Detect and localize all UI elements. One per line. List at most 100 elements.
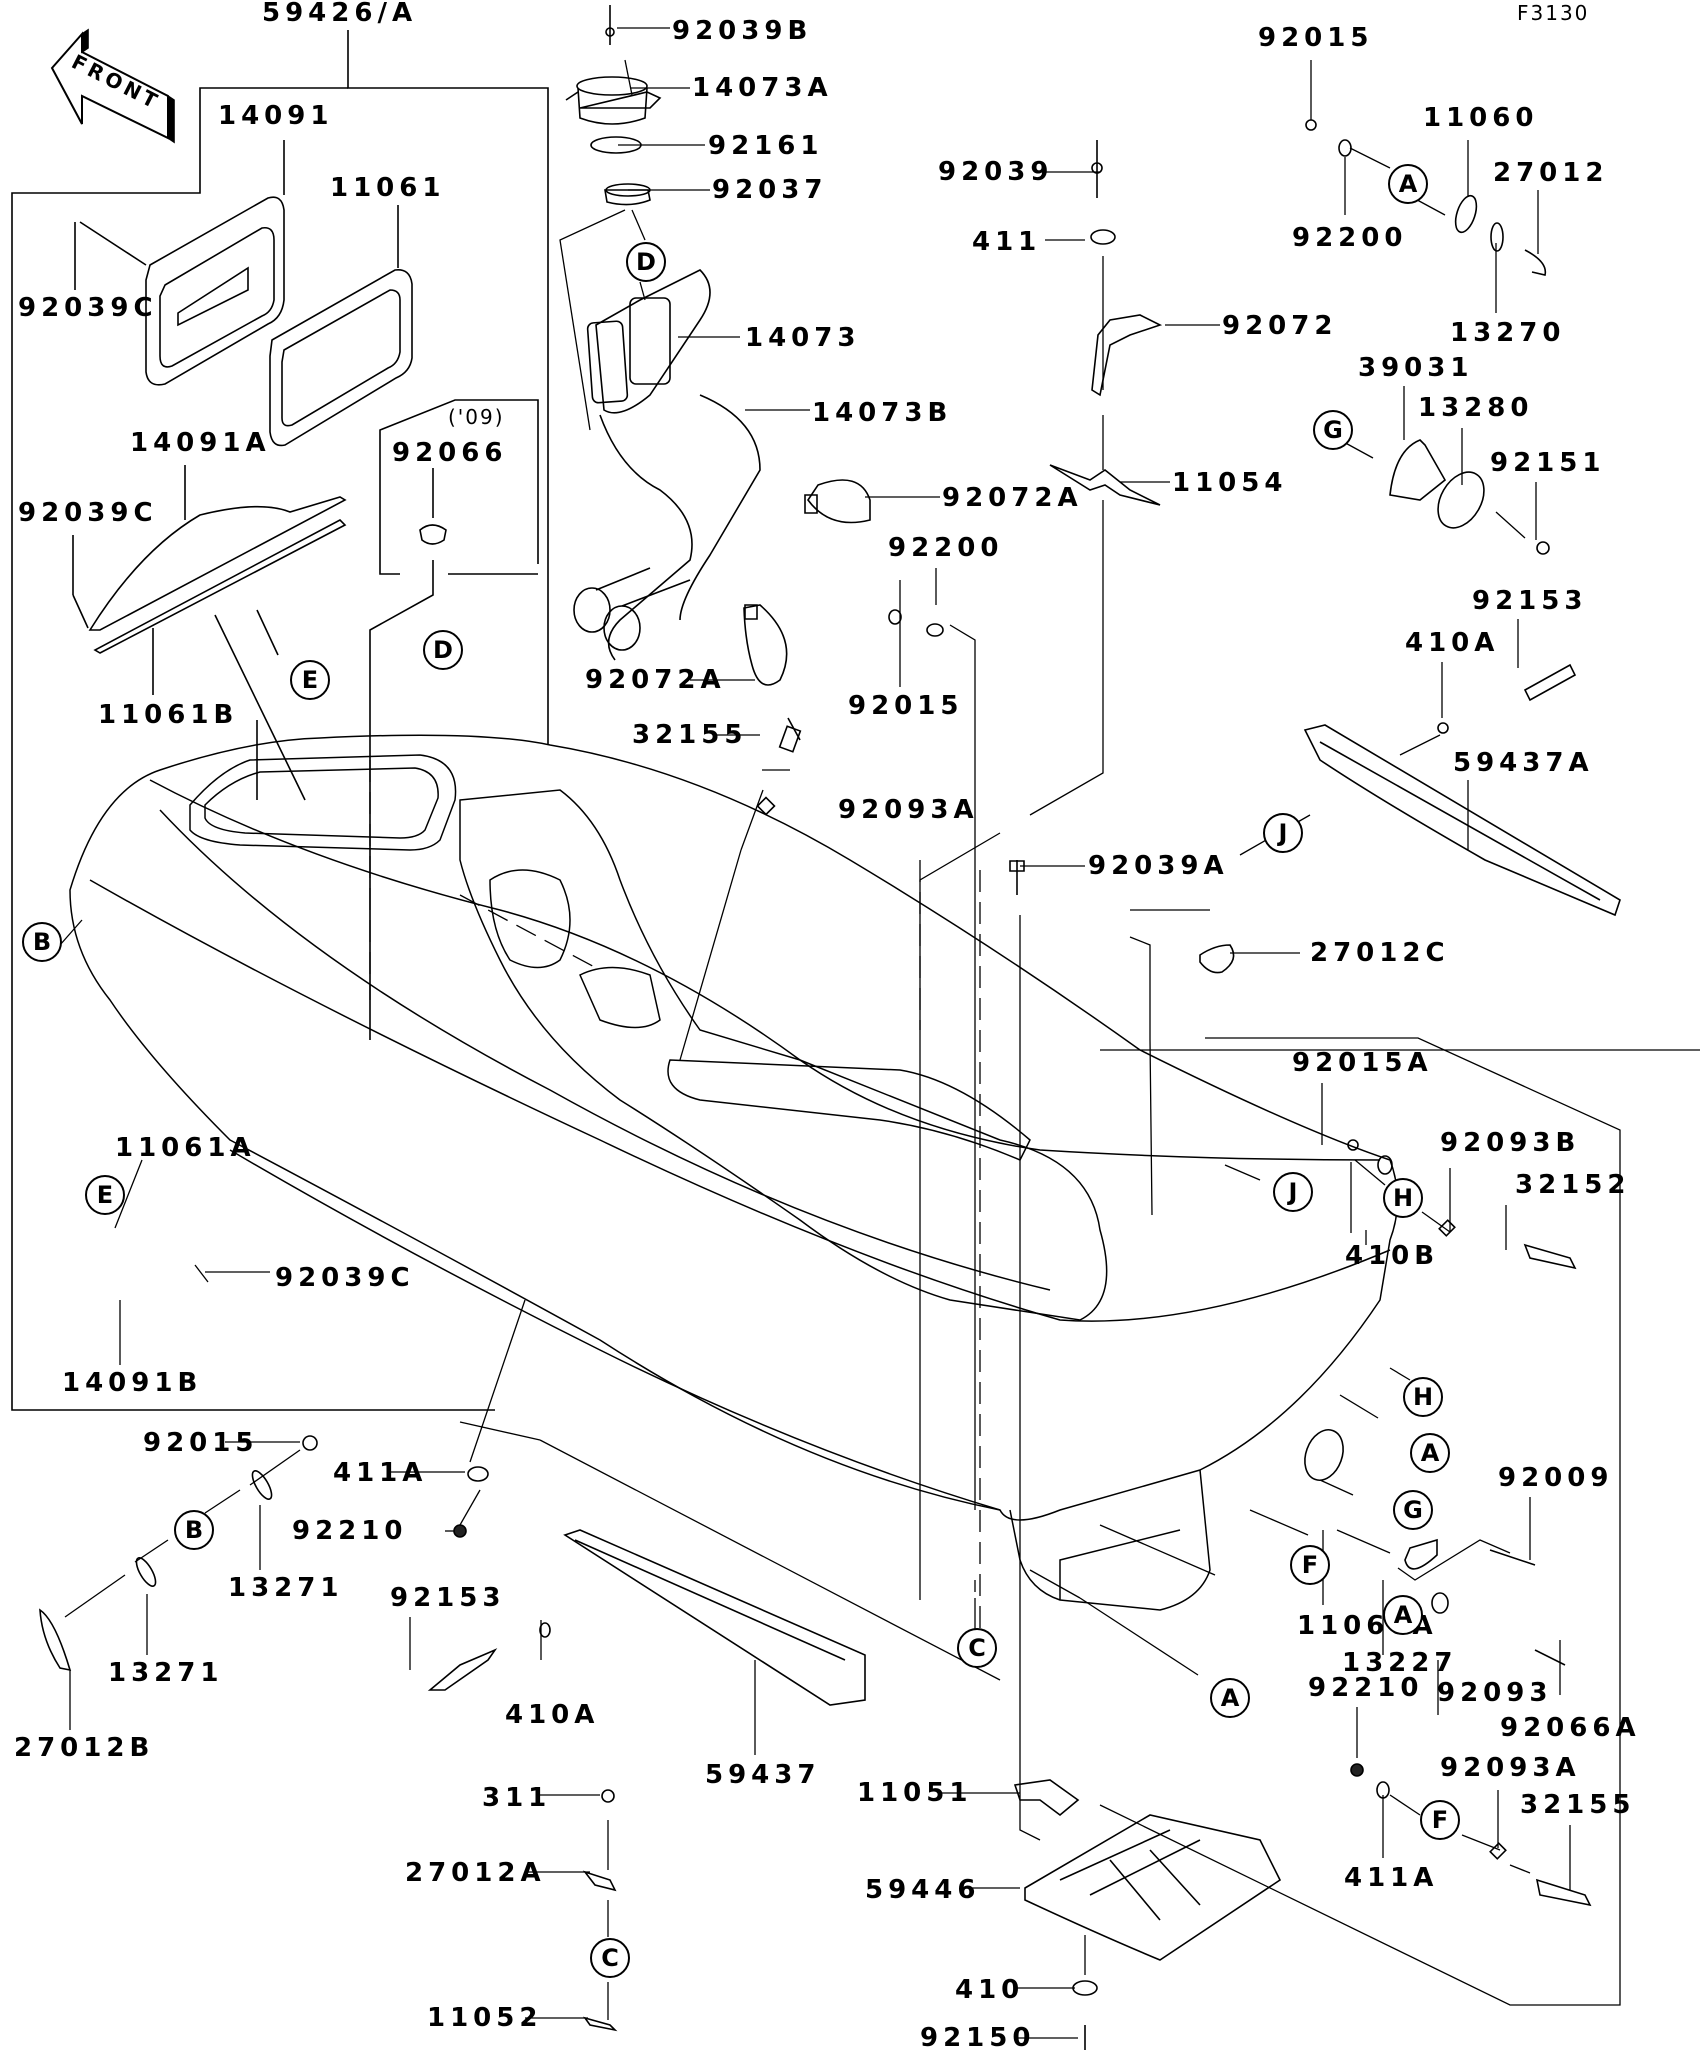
part-label[interactable]: 13271 xyxy=(108,1658,224,1688)
reference-callout[interactable]: C xyxy=(957,1628,997,1668)
cover-14091-shape xyxy=(75,140,284,385)
part-label[interactable]: 92039A xyxy=(1088,851,1229,881)
part-label[interactable]: 92015 xyxy=(143,1428,259,1458)
part-label[interactable]: 59426/A xyxy=(262,0,418,28)
part-label[interactable]: 11061A xyxy=(115,1133,256,1163)
part-label[interactable]: 27012A xyxy=(405,1858,546,1888)
part-label[interactable]: 32155 xyxy=(1520,1790,1636,1820)
part-label[interactable]: 32152 xyxy=(1515,1170,1631,1200)
year-box-outline xyxy=(380,400,538,574)
part-label[interactable]: 411 xyxy=(972,227,1042,257)
part-label[interactable]: 92015A xyxy=(1292,1048,1433,1078)
part-label[interactable]: 32155 xyxy=(632,720,748,750)
part-label[interactable]: 92210 xyxy=(1308,1673,1424,1703)
reference-callout[interactable]: F xyxy=(1420,1800,1460,1840)
part-label[interactable]: 11060 xyxy=(1423,103,1539,133)
reference-callout[interactable]: D xyxy=(423,630,463,670)
reference-callout[interactable]: A xyxy=(1388,164,1428,204)
part-label[interactable]: 92153 xyxy=(390,1583,506,1613)
part-label[interactable]: 92037 xyxy=(712,175,828,205)
part-label[interactable]: 11051 xyxy=(857,1778,973,1808)
part-label[interactable]: 59446 xyxy=(865,1875,981,1905)
hardware-glyphs xyxy=(40,5,1620,2050)
part-label[interactable]: 11061B xyxy=(98,700,239,730)
part-label[interactable]: 92039 xyxy=(938,157,1054,187)
part-label[interactable]: 14073B xyxy=(812,398,953,428)
part-label[interactable]: 13280 xyxy=(1418,393,1534,423)
part-label[interactable]: 92200 xyxy=(1292,223,1408,253)
part-label[interactable]: 92039C xyxy=(18,498,158,528)
part-label[interactable]: 311 xyxy=(482,1783,552,1813)
part-label[interactable]: 13271 xyxy=(228,1573,344,1603)
part-label[interactable]: 92015 xyxy=(1258,23,1374,53)
figure-code: F3130 xyxy=(1517,1,1590,25)
reference-callout[interactable]: F xyxy=(1290,1545,1330,1585)
part-label[interactable]: 92151 xyxy=(1490,448,1606,478)
reference-callout[interactable]: J xyxy=(1263,813,1303,853)
part-label[interactable]: 92093A xyxy=(838,795,979,825)
part-label[interactable]: 410A xyxy=(505,1700,600,1730)
part-label[interactable]: 14091 xyxy=(218,101,334,131)
cover-14091a-shape xyxy=(73,465,345,800)
part-label[interactable]: 410B xyxy=(1345,1241,1440,1271)
part-label[interactable]: 92210 xyxy=(292,1516,408,1546)
part-label[interactable]: 92039C xyxy=(275,1263,415,1293)
part-label[interactable]: 27012B xyxy=(14,1733,155,1763)
reference-callout[interactable]: C xyxy=(590,1938,630,1978)
part-label[interactable]: 92009 xyxy=(1498,1463,1614,1493)
part-label[interactable]: 410 xyxy=(955,1975,1025,2005)
part-label[interactable]: 11052 xyxy=(427,2003,543,2033)
reference-callout: A xyxy=(1383,1595,1423,1635)
part-label[interactable]: 39031 xyxy=(1358,353,1474,383)
part-label[interactable]: 14073A xyxy=(692,73,833,103)
exhaust-pipe-shape xyxy=(566,77,870,685)
reference-callout[interactable]: E xyxy=(290,660,330,700)
gasket-11061-shape xyxy=(270,205,412,445)
part-label[interactable]: 92039C xyxy=(18,293,158,323)
part-label[interactable]: 13270 xyxy=(1450,318,1566,348)
part-label[interactable]: 92072A xyxy=(585,665,726,695)
reference-callout[interactable]: D xyxy=(626,242,666,282)
part-label[interactable]: 92093 xyxy=(1437,1678,1553,1708)
part-label[interactable]: 92072 xyxy=(1222,311,1338,341)
part-label[interactable]: 92093B xyxy=(1440,1128,1581,1158)
part-label[interactable]: 411A xyxy=(1344,1863,1439,1893)
part-label[interactable]: 92150 xyxy=(920,2023,1036,2053)
part-label[interactable]: 92066A xyxy=(1500,1713,1641,1743)
part-label[interactable]: 92200 xyxy=(888,533,1004,563)
part-label[interactable]: 92093A xyxy=(1440,1753,1581,1783)
part-label[interactable]: 92066 xyxy=(392,438,508,468)
part-label[interactable]: 27012C xyxy=(1310,938,1450,968)
part-label[interactable]: 14091B xyxy=(62,1368,203,1398)
reference-callout[interactable]: G xyxy=(1393,1490,1433,1530)
reference-callout[interactable]: B xyxy=(174,1510,214,1550)
part-label[interactable]: 92015 xyxy=(848,691,964,721)
part-label[interactable]: 59437 xyxy=(705,1760,821,1790)
part-label[interactable]: 411A xyxy=(333,1458,428,1488)
part-label[interactable]: 13227 xyxy=(1342,1648,1458,1678)
front-arrow-icon xyxy=(52,30,174,142)
reference-callout[interactable]: J xyxy=(1273,1172,1313,1212)
part-label[interactable]: 14091A xyxy=(130,428,271,458)
part-label[interactable]: 92072A xyxy=(942,483,1083,513)
reference-callout[interactable]: G xyxy=(1313,410,1353,450)
part-label[interactable]: 59437A xyxy=(1453,748,1594,778)
year-box-label: ('09) xyxy=(448,405,505,429)
reference-callout[interactable]: B xyxy=(22,922,62,962)
reference-callout[interactable]: E xyxy=(85,1175,125,1215)
reference-callout[interactable]: A xyxy=(1210,1678,1250,1718)
part-label[interactable]: 92161 xyxy=(708,131,824,161)
part-label[interactable]: 410A xyxy=(1405,628,1500,658)
part-label[interactable]: 27012 xyxy=(1493,158,1609,188)
part-label[interactable]: 14073 xyxy=(745,323,861,353)
reference-callout[interactable]: H xyxy=(1383,1178,1423,1218)
group-outline-59426 xyxy=(348,30,548,745)
part-label[interactable]: 92153 xyxy=(1472,586,1588,616)
part-label[interactable]: 11054 xyxy=(1172,468,1288,498)
reference-callout[interactable]: H xyxy=(1403,1377,1443,1417)
reference-callout[interactable]: A xyxy=(1410,1433,1450,1473)
part-label[interactable]: 92039B xyxy=(672,16,813,46)
part-label[interactable]: 11061 xyxy=(330,173,446,203)
